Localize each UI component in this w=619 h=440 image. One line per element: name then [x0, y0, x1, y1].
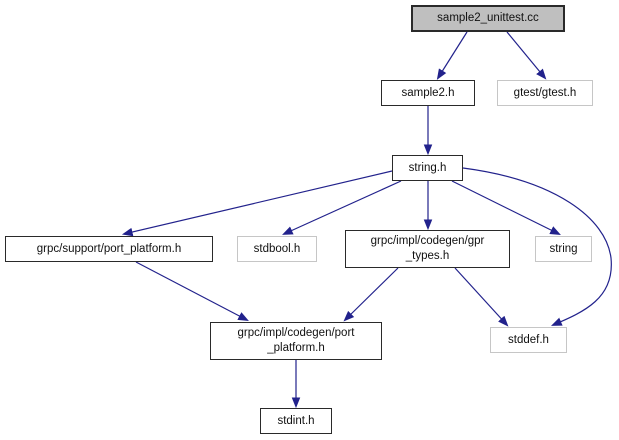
edge-support-port-platform-h-to-codegen-port-platform-h: [135, 261, 249, 322]
edge-sample2-unittest-to-gtest-h: [506, 31, 547, 80]
node-label: stddef.h: [508, 333, 549, 346]
node-string: string: [535, 236, 592, 262]
node-label: string: [549, 242, 578, 255]
node-label: grpc/support/port_platform.h: [36, 242, 182, 255]
node-label: sample2_unittest.cc: [437, 12, 539, 25]
edge-string-h-to-support-port-platform-h: [121, 170, 393, 237]
node-grpc-impl-codegen-gpr-types-h[interactable]: grpc/impl/codegen/gpr _types.h: [345, 230, 510, 268]
edge-gpr-types-h-to-codegen-port-platform-h: [343, 267, 399, 322]
edge-sample2-unittest-to-sample2-h: [436, 31, 468, 80]
node-label-line2: _types.h: [405, 250, 450, 262]
node-label: sample2.h: [401, 86, 455, 99]
node-label: stdbool.h: [253, 242, 301, 255]
edge-gpr-types-h-to-stddef-h: [454, 267, 509, 327]
node-string-h[interactable]: string.h: [392, 155, 463, 181]
node-label: string.h: [408, 161, 447, 174]
node-stdbool-h: stdbool.h: [237, 236, 317, 262]
node-label-line1: grpc/impl/codegen/gpr: [370, 235, 485, 248]
node-stdint-h[interactable]: stdint.h: [260, 408, 332, 434]
node-grpc-support-port-platform-h[interactable]: grpc/support/port_platform.h: [5, 236, 213, 262]
node-label-line1: grpc/impl/codegen/port: [237, 327, 355, 340]
node-sample2-unittest-cc: sample2_unittest.cc: [411, 5, 565, 32]
node-label: stdint.h: [277, 414, 315, 427]
node-grpc-impl-codegen-port-platform-h[interactable]: grpc/impl/codegen/port _platform.h: [210, 322, 382, 360]
node-label-line2: _platform.h: [267, 342, 325, 354]
node-sample2-h[interactable]: sample2.h: [381, 80, 475, 106]
node-stddef-h: stddef.h: [490, 327, 567, 353]
edge-string-h-to-stddef-h: [462, 167, 612, 326]
edge-string-h-to-stdbool-h: [282, 180, 402, 235]
node-label: gtest/gtest.h: [513, 86, 577, 99]
edge-string-h-to-string: [451, 180, 561, 235]
node-gtest-gtest-h: gtest/gtest.h: [497, 80, 593, 106]
